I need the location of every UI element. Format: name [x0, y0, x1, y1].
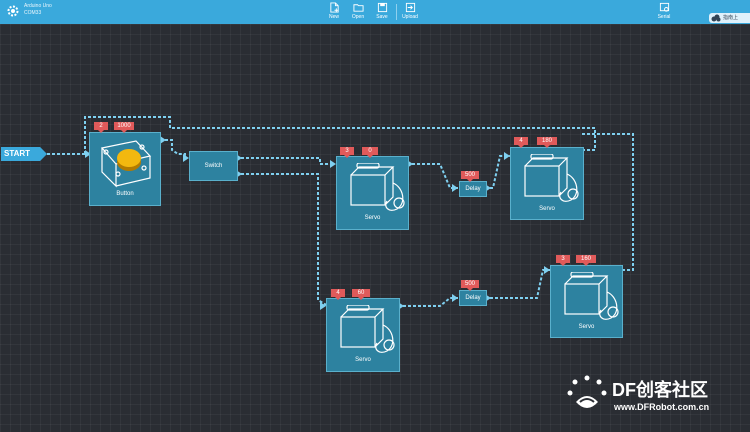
dfrobot-logo-icon	[567, 375, 607, 408]
toolbar: Arduino Uno COM33 New Open Save Upload S…	[0, 0, 750, 24]
wire-arrow	[330, 160, 336, 168]
wire-button-switch	[160, 139, 186, 158]
upload-button[interactable]: Upload	[396, 2, 424, 24]
servo-b-angle-param[interactable]: 180	[537, 137, 557, 148]
servo-c-label: Servo	[355, 357, 371, 363]
serial-monitor-icon	[659, 2, 669, 12]
gear-logo-icon[interactable]	[6, 4, 20, 18]
button-time-param[interactable]: 1000	[114, 122, 134, 133]
wire-servo-b-servo-d	[582, 133, 634, 271]
wire-arrow	[544, 266, 550, 274]
start-block[interactable]: START	[1, 147, 47, 161]
upload-button-label: Upload	[402, 14, 418, 20]
wire-servo-c-delay-b	[398, 297, 458, 307]
wire-servo-a-delay-a	[407, 163, 458, 189]
servo-d-label: Servo	[578, 324, 595, 330]
servo-block-c[interactable]: Servo	[326, 298, 400, 372]
port-name: COM33	[24, 10, 42, 16]
wire-arrow	[452, 294, 458, 302]
new-button-label: New	[328, 14, 339, 20]
serial-button-label: Serial	[657, 14, 671, 20]
wire-arrow	[183, 154, 189, 162]
servo-a-label: Servo	[364, 215, 381, 221]
save-button[interactable]: Save	[368, 2, 396, 24]
servo-block-a[interactable]: Servo	[336, 156, 409, 230]
servo-block-d[interactable]: Servo	[550, 265, 623, 338]
wire-switch-servo-a	[236, 157, 330, 165]
servo-d-angle-param[interactable]: 160	[576, 255, 596, 266]
wire-loop-top	[84, 116, 596, 154]
servo-motor-icon	[524, 154, 579, 202]
button-pin-param[interactable]: 2	[94, 122, 108, 133]
watermark-title: DF创客社区	[612, 380, 708, 400]
guide-pill[interactable]: 指南上	[709, 13, 750, 23]
wire-arrow	[160, 136, 166, 144]
wire-arrow	[452, 184, 458, 192]
delay-block-b[interactable]: Delay	[459, 290, 487, 306]
cloud-icon	[711, 14, 721, 22]
delay-block-a[interactable]: Delay	[459, 181, 487, 197]
switch-block[interactable]: Switch	[189, 151, 238, 181]
servo-a-angle-param[interactable]: 0	[362, 147, 378, 158]
servo-d-pin-param[interactable]: 3	[556, 255, 570, 266]
guide-pill-label: 指南上	[723, 15, 739, 21]
servo-b-label: Servo	[539, 206, 555, 212]
open-button[interactable]: Open	[344, 2, 372, 24]
board-info[interactable]: Arduino Uno COM33	[24, 3, 52, 17]
push-button-module-icon	[100, 140, 152, 188]
servo-motor-icon	[564, 272, 619, 320]
upload-icon	[405, 2, 415, 13]
button-block-label: Button	[116, 191, 134, 197]
delay-b-ms-param[interactable]: 500	[461, 280, 479, 291]
servo-b-pin-param[interactable]: 4	[514, 137, 528, 148]
servo-motor-icon	[340, 305, 395, 353]
wire-arrow	[504, 152, 510, 160]
wire-arrow	[85, 150, 91, 158]
wire-arrow	[320, 302, 326, 310]
wire-delay-b-servo-d	[485, 269, 550, 299]
servo-block-b[interactable]: Servo	[510, 147, 584, 220]
delay-a-ms-param[interactable]: 500	[461, 171, 479, 182]
new-button[interactable]: New	[320, 2, 348, 24]
watermark-url: www.DFRobot.com.cn	[614, 402, 710, 412]
open-button-label: Open	[351, 14, 365, 20]
folder-open-icon	[352, 4, 364, 12]
save-icon	[377, 2, 387, 13]
servo-a-pin-param[interactable]: 3	[340, 147, 354, 158]
wire-delay-a-servo-b	[485, 155, 510, 189]
servo-c-angle-param[interactable]: 60	[352, 289, 370, 300]
toolbar-divider	[396, 4, 397, 20]
servo-c-pin-param[interactable]: 4	[331, 289, 345, 300]
wire-switch-servo-c	[236, 173, 329, 307]
servo-motor-icon	[350, 163, 405, 211]
save-button-label: Save	[376, 14, 388, 20]
button-block[interactable]: Button	[89, 132, 161, 206]
new-file-icon	[329, 2, 339, 13]
serial-button[interactable]: Serial	[650, 2, 678, 24]
board-name: Arduino Uno	[24, 3, 52, 9]
